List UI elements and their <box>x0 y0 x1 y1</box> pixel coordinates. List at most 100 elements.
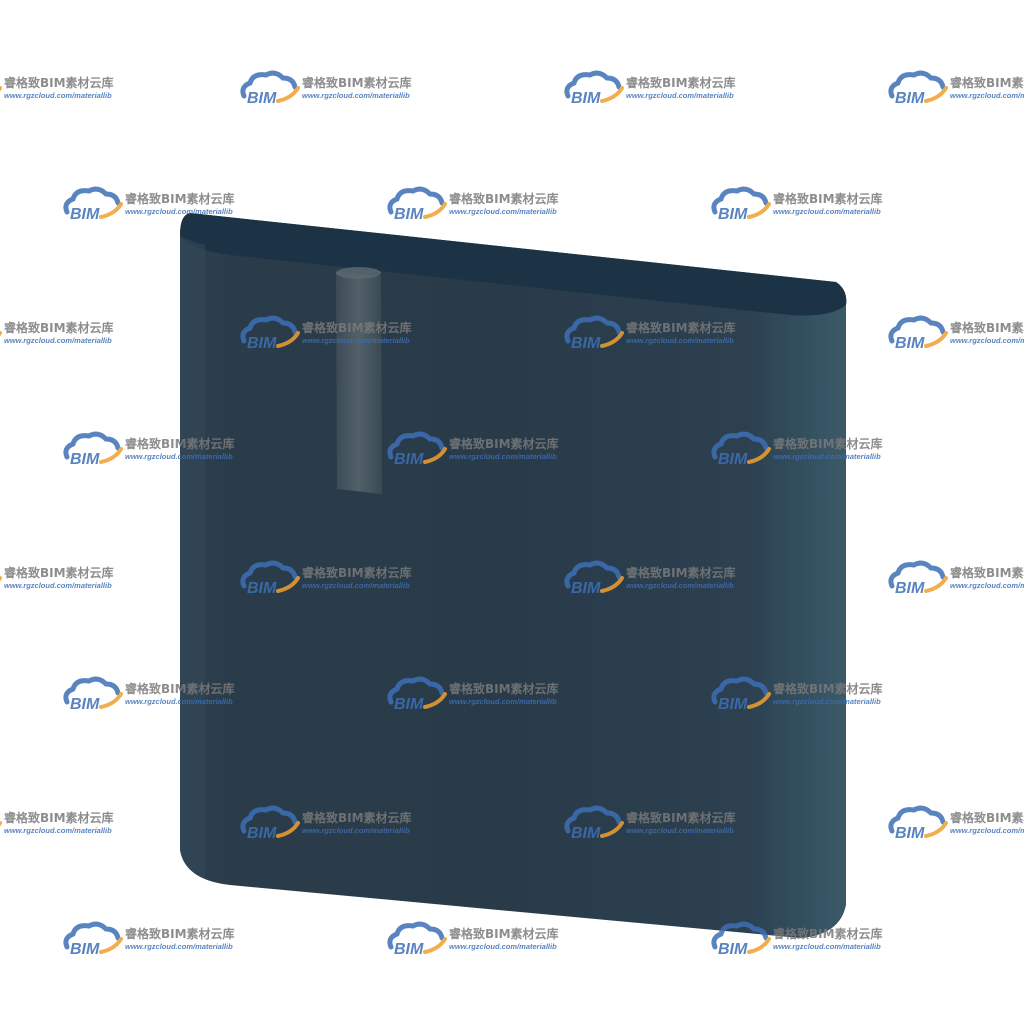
watermark-logo-text: BIM <box>571 90 601 107</box>
watermark-url: www.rgzcloud.com/materiallib <box>626 581 734 590</box>
watermark-name: 睿格致BIM素材云库 <box>950 321 1024 335</box>
watermark-logo-text: BIM <box>394 451 424 468</box>
bim-cloud-logo-icon: BIM <box>888 805 948 842</box>
watermark-url: www.rgzcloud.com/materiallib <box>302 581 410 590</box>
watermark-url: www.rgzcloud.com/materiallib <box>626 336 734 345</box>
watermark-url: www.rgzcloud.com/materiallib <box>449 942 557 951</box>
watermark-name: 睿格致BIM素材云库 <box>449 437 559 451</box>
bim-cloud-logo-icon: BIM <box>63 676 123 713</box>
watermark-logo-text: BIM <box>718 451 748 468</box>
watermark-logo-text: BIM <box>247 825 277 842</box>
watermark-url: www.rgzcloud.com/materiallib <box>773 942 881 951</box>
bim-cloud-logo-icon: BIM <box>711 186 771 223</box>
watermark: BIM睿格致BIM素材云库www.rgzcloud.com/materialli… <box>886 560 1024 600</box>
watermark: BIM睿格致BIM素材云库www.rgzcloud.com/materialli… <box>886 70 1024 110</box>
bim-cloud-logo-icon: BIM <box>387 431 447 468</box>
watermark-url: www.rgzcloud.com/materiallib <box>950 826 1024 835</box>
watermark-url: www.rgzcloud.com/materiallib <box>125 207 233 216</box>
watermark-logo-text: BIM <box>394 696 424 713</box>
watermark: BIM睿格致BIM素材云库www.rgzcloud.com/materialli… <box>0 560 130 600</box>
watermark-name: 睿格致BIM素材云库 <box>125 682 235 696</box>
watermark-name: 睿格致BIM素材云库 <box>449 192 559 206</box>
watermark-logo-text: BIM <box>895 580 925 597</box>
watermark-name: 睿格致BIM素材云库 <box>950 811 1024 825</box>
watermark-name: 睿格致BIM素材云库 <box>626 566 736 580</box>
watermark-url: www.rgzcloud.com/materiallib <box>773 452 881 461</box>
bim-cloud-logo-icon: BIM <box>711 676 771 713</box>
watermark-url: www.rgzcloud.com/materiallib <box>4 581 112 590</box>
watermark-name: 睿格致BIM素材云库 <box>950 76 1024 90</box>
bim-cloud-logo-icon: BIM <box>63 921 123 958</box>
watermark-logo-text: BIM <box>70 696 100 713</box>
watermark-logo-text: BIM <box>247 335 277 352</box>
bim-cloud-logo-icon: BIM <box>711 921 771 958</box>
watermark-name: 睿格致BIM素材云库 <box>302 321 412 335</box>
watermark-logo-text: BIM <box>70 941 100 958</box>
watermark-logo-text: BIM <box>571 580 601 597</box>
internal-rod-top <box>336 267 381 279</box>
watermark-logo-text: BIM <box>571 335 601 352</box>
watermark-name: 睿格致BIM素材云库 <box>4 321 114 335</box>
bim-cloud-logo-icon: BIM <box>888 560 948 597</box>
bim-cloud-logo-icon: BIM <box>63 431 123 468</box>
watermark: BIM睿格致BIM素材云库www.rgzcloud.com/materialli… <box>886 315 1024 355</box>
watermark-url: www.rgzcloud.com/materiallib <box>773 207 881 216</box>
bim-cloud-logo-icon: BIM <box>387 186 447 223</box>
bim-cloud-logo-icon: BIM <box>564 560 624 597</box>
watermark-name: 睿格致BIM素材云库 <box>626 76 736 90</box>
bim-cloud-logo-icon: BIM <box>240 805 300 842</box>
bim-cloud-logo-icon: BIM <box>564 315 624 352</box>
panel-left-edge <box>180 235 205 878</box>
watermark-name: 睿格致BIM素材云库 <box>626 321 736 335</box>
bim-cloud-logo-icon: BIM <box>387 676 447 713</box>
bim-cloud-logo-icon: BIM <box>564 805 624 842</box>
watermark-name: 睿格致BIM素材云库 <box>125 192 235 206</box>
watermark-logo-text: BIM <box>70 451 100 468</box>
watermark-logo-text: BIM <box>718 941 748 958</box>
bim-cloud-logo-icon: BIM <box>0 821 2 827</box>
bim-cloud-logo-icon: BIM <box>0 86 2 92</box>
watermark-url: www.rgzcloud.com/materiallib <box>4 826 112 835</box>
watermark-url: www.rgzcloud.com/materiallib <box>302 336 410 345</box>
watermark: BIM睿格致BIM素材云库www.rgzcloud.com/materialli… <box>0 315 130 355</box>
watermark-url: www.rgzcloud.com/materiallib <box>773 697 881 706</box>
watermark-logo-text: BIM <box>718 206 748 223</box>
watermark-name: 睿格致BIM素材云库 <box>4 76 114 90</box>
watermark-name: 睿格致BIM素材云库 <box>773 192 883 206</box>
watermark-url: www.rgzcloud.com/materiallib <box>302 91 410 100</box>
watermark-url: www.rgzcloud.com/materiallib <box>125 697 233 706</box>
bim-cloud-logo-icon: BIM <box>564 70 624 107</box>
bim-cloud-logo-icon: BIM <box>0 331 2 337</box>
bim-cloud-logo-icon: BIM <box>888 315 948 352</box>
watermark-url: www.rgzcloud.com/materiallib <box>626 91 734 100</box>
watermark-name: 睿格致BIM素材云库 <box>302 76 412 90</box>
watermark-logo-text: BIM <box>394 941 424 958</box>
bim-cloud-logo-icon: BIM <box>387 921 447 958</box>
watermark-logo-text: BIM <box>895 90 925 107</box>
watermark-logo-text: BIM <box>394 206 424 223</box>
watermark-name: 睿格致BIM素材云库 <box>773 927 883 941</box>
watermark-name: 睿格致BIM素材云库 <box>302 566 412 580</box>
watermark: BIM睿格致BIM素材云库www.rgzcloud.com/materialli… <box>886 805 1024 845</box>
watermark-name: 睿格致BIM素材云库 <box>626 811 736 825</box>
panel-top-face <box>180 213 847 316</box>
bim-cloud-logo-icon: BIM <box>240 70 300 107</box>
watermark-name: 睿格致BIM素材云库 <box>125 927 235 941</box>
watermark-url: www.rgzcloud.com/materiallib <box>4 91 112 100</box>
